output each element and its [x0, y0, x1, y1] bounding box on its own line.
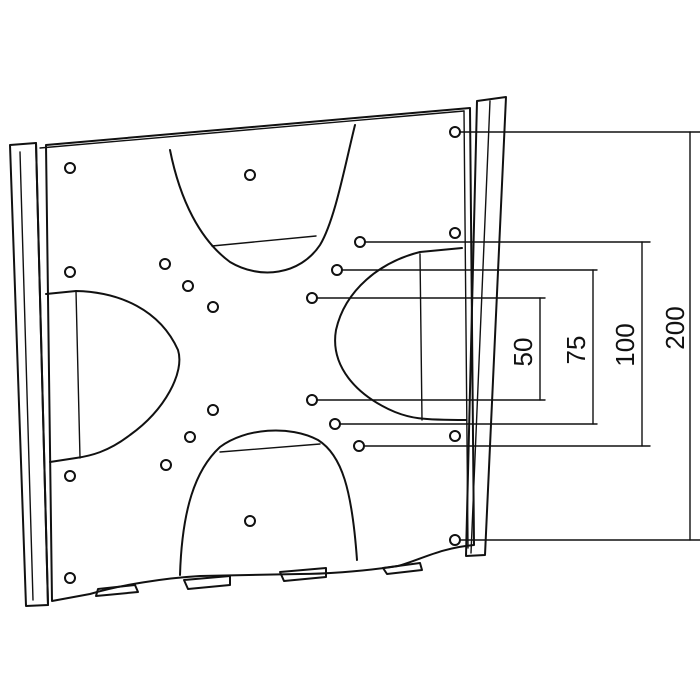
hole-right-lower	[449, 430, 461, 442]
mounting-holes	[64, 126, 461, 584]
hole-left-lower	[64, 470, 76, 482]
hole-100-top-left	[159, 258, 171, 270]
dimension-lines	[316, 131, 700, 541]
hole-left-mid	[64, 266, 76, 278]
dim-label-75: 75	[561, 336, 591, 365]
hole-corner-top-right	[449, 126, 461, 138]
hole-50-bottom-left	[207, 404, 219, 416]
hole-100-bottom-right	[353, 440, 365, 452]
hole-75-top-right	[331, 264, 343, 276]
hole-50-top-left	[207, 301, 219, 313]
dim-label-100: 100	[610, 323, 640, 366]
hole-50-bottom-right	[306, 394, 318, 406]
hole-75-bottom-left	[184, 431, 196, 443]
wall-bracket-left	[9, 142, 49, 607]
hole-bottom-center	[244, 515, 256, 527]
hole-50-top-right	[306, 292, 318, 304]
hole-corner-top-left	[64, 162, 76, 174]
dim-label-200: 200	[660, 306, 690, 349]
hole-corner-bottom-left	[64, 572, 76, 584]
hole-corner-bottom-right	[449, 534, 461, 546]
hole-75-top-left	[182, 280, 194, 292]
hole-75-bottom-right	[329, 418, 341, 430]
dimension-labels: 50 75 100 200	[508, 306, 690, 366]
hole-right-upper	[449, 227, 461, 239]
dim-label-50: 50	[508, 338, 538, 367]
hole-100-bottom-left	[160, 459, 172, 471]
hole-100-top-right	[354, 236, 366, 248]
hole-top-center	[244, 169, 256, 181]
mount-plate	[39, 107, 475, 602]
bottom-clips	[95, 562, 423, 597]
